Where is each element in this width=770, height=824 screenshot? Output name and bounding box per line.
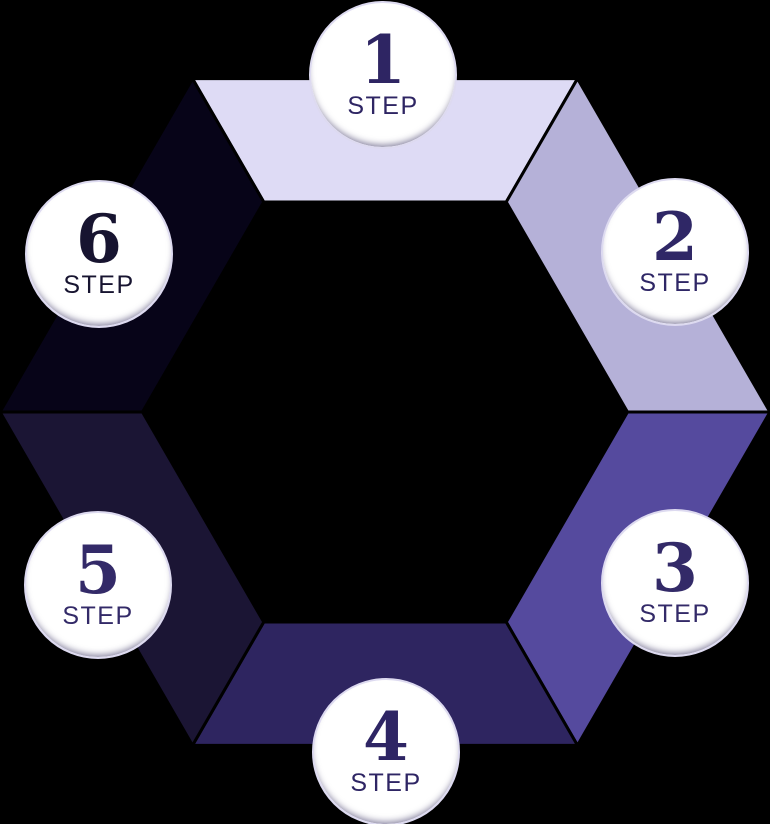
step-label: STEP [639, 599, 711, 628]
step-label: STEP [639, 268, 711, 297]
step-number: 2 [652, 197, 698, 276]
step-badge-3: 3 STEP [601, 509, 749, 657]
step-label: STEP [63, 270, 135, 299]
step-number: 3 [652, 528, 698, 607]
step-badge-1: 1 STEP [309, 1, 457, 149]
step-badge-2: 2 STEP [601, 178, 749, 326]
step-badge-4: 4 STEP [312, 678, 460, 824]
step-number: 4 [363, 697, 409, 776]
step-badge-6: 6 STEP [25, 180, 173, 328]
step-badge-5: 5 STEP [24, 511, 172, 659]
step-number: 5 [75, 530, 121, 609]
step-label: STEP [62, 601, 134, 630]
step-number: 1 [360, 20, 406, 99]
step-label: STEP [347, 91, 419, 120]
step-label: STEP [350, 768, 422, 797]
step-number: 6 [76, 199, 122, 278]
